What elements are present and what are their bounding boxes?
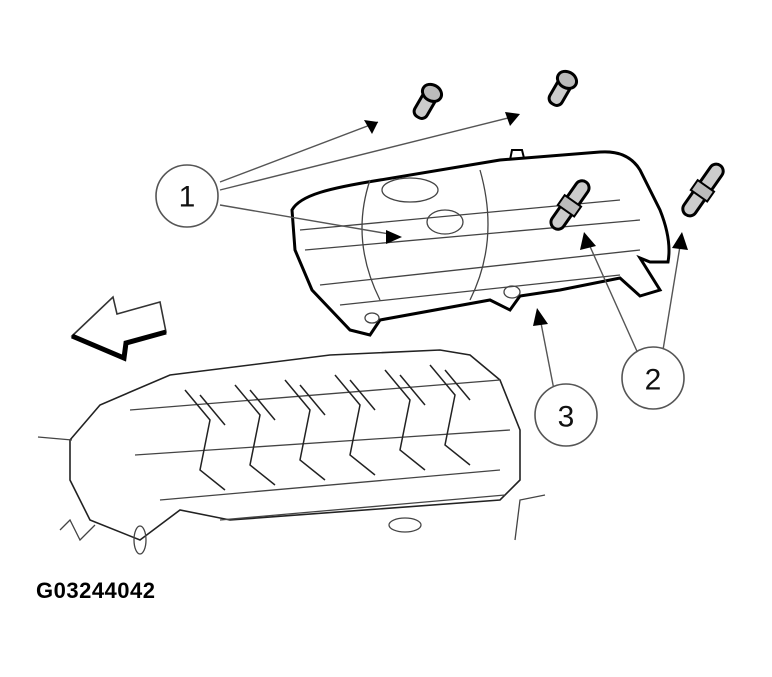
- leader-lines: [219, 112, 688, 396]
- exhaust-manifold: [290, 149, 671, 337]
- callout-1-label: 1: [179, 181, 196, 214]
- front-direction-arrow-icon: [70, 295, 167, 362]
- callout-3-label: 3: [558, 401, 575, 434]
- stud-icon: [681, 162, 725, 218]
- bolt-icon: [547, 69, 579, 107]
- callout-2-label: 2: [645, 364, 662, 397]
- callout-2: 2: [621, 346, 685, 410]
- callout-1: 1: [155, 164, 219, 228]
- cylinder-head: [37, 349, 546, 555]
- bolt-icon: [412, 82, 444, 120]
- figure-id-label: G03244042: [36, 578, 156, 603]
- callout-3: 3: [534, 383, 598, 447]
